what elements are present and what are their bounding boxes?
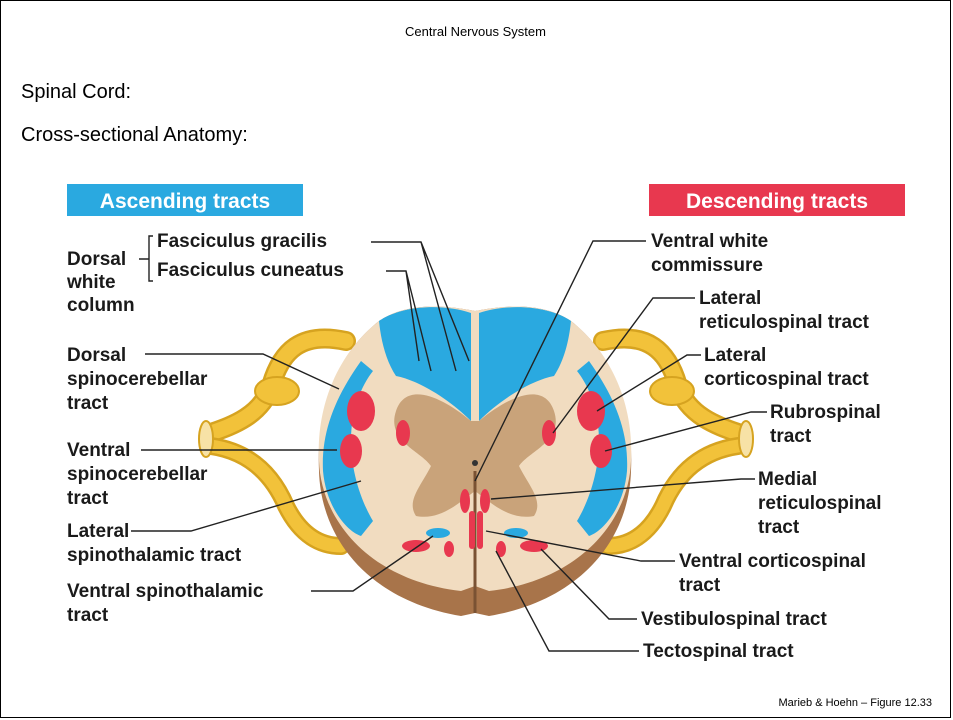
svg-text:tract: tract [770,426,812,447]
svg-text:commissure: commissure [651,255,763,276]
svg-text:Ventral white: Ventral white [651,231,768,252]
svg-text:tract: tract [679,575,721,596]
svg-text:corticospinal tract: corticospinal tract [704,369,869,390]
svg-text:reticulospinal: reticulospinal [758,493,882,514]
svg-text:Fasciculus gracilis: Fasciculus gracilis [157,231,327,252]
descending-banner-text: Descending tracts [686,190,868,213]
label-dorsal-white-column: Dorsal white column [66,236,153,316]
svg-text:Lateral: Lateral [699,288,761,309]
svg-text:Ventral corticospinal: Ventral corticospinal [679,551,866,572]
label-lateral-spinothalamic: Lateral spinothalamic tract [67,481,361,566]
svg-text:tract: tract [67,393,109,414]
spinal-cord-section [319,307,631,616]
svg-text:tract: tract [758,517,800,538]
svg-text:Lateral: Lateral [67,521,129,542]
svg-text:Fasciculus cuneatus: Fasciculus cuneatus [157,260,344,281]
svg-text:tract: tract [67,488,109,509]
svg-text:column: column [67,295,135,316]
svg-text:reticulospinal tract: reticulospinal tract [699,312,870,333]
svg-text:Medial: Medial [758,469,817,490]
svg-text:Dorsal: Dorsal [67,249,126,270]
svg-text:Vestibulospinal tract: Vestibulospinal tract [641,609,827,630]
svg-text:Ventral spinothalamic: Ventral spinothalamic [67,581,264,602]
svg-text:spinocerebellar: spinocerebellar [67,464,208,485]
svg-text:spinocerebellar: spinocerebellar [67,369,208,390]
svg-text:Dorsal: Dorsal [67,345,126,366]
svg-text:Ventral: Ventral [67,440,130,461]
svg-text:white: white [66,272,116,293]
svg-text:spinothalamic tract: spinothalamic tract [67,545,242,566]
ascending-banner-text: Ascending tracts [100,190,270,213]
svg-text:Lateral: Lateral [704,345,766,366]
svg-text:Tectospinal tract: Tectospinal tract [643,641,794,662]
svg-text:tract: tract [67,605,109,626]
figure-credit: Marieb & Hoehn – Figure 12.33 [779,697,932,709]
svg-text:Rubrospinal: Rubrospinal [770,402,881,423]
label-ventral-spinocerebellar: Ventral spinocerebellar tract [67,440,337,509]
